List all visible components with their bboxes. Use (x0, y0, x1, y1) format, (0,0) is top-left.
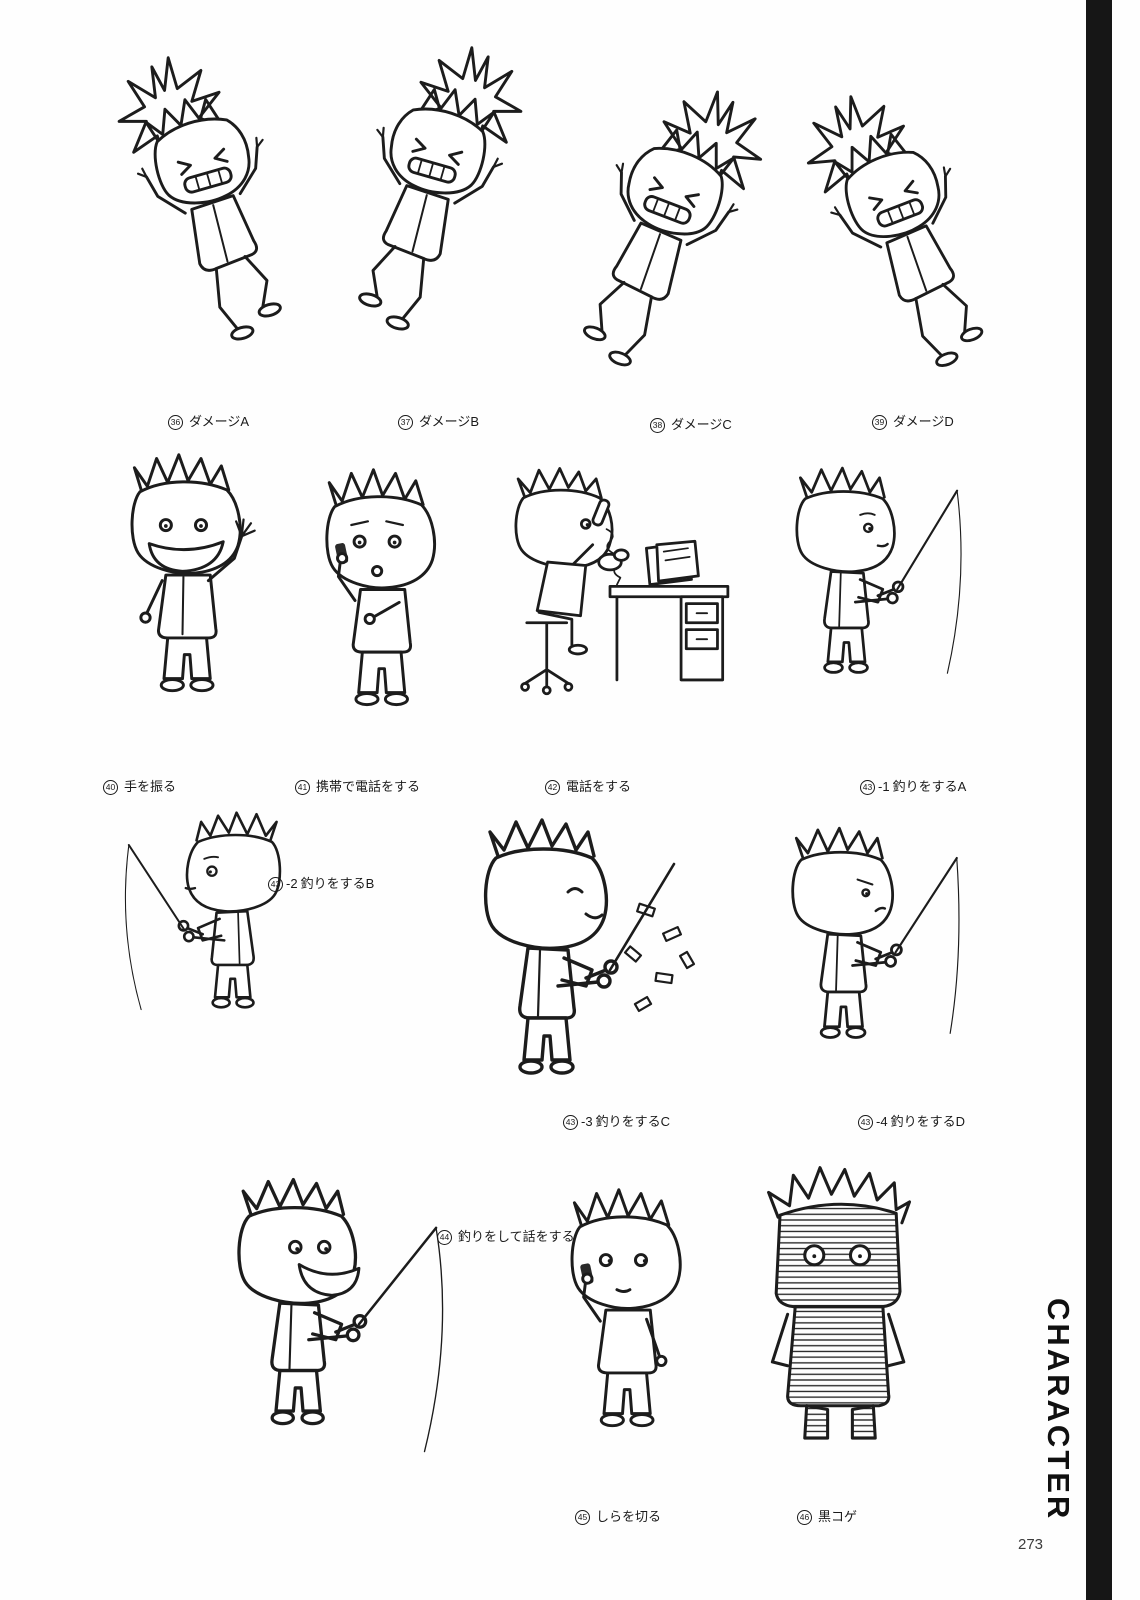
sketch-charred (767, 1166, 912, 1440)
figure-43-2 (115, 805, 315, 1135)
circled-number: 46 (797, 1509, 812, 1525)
circled-number: 45 (575, 1509, 590, 1525)
caption-suffix: -1 (878, 779, 890, 794)
sketch-damage-d (801, 82, 1010, 392)
circled-number: 40 (103, 779, 118, 795)
figure-39 (800, 80, 1010, 410)
figure-43-1 (760, 460, 970, 780)
sketch-feigning-ignorance (570, 1188, 682, 1428)
sketch-mobile-phone-call (325, 468, 436, 707)
sketch-damage-a (117, 56, 310, 356)
figure-caption-45: 45 しらを切る (575, 1509, 661, 1525)
sketch-fishing-b (124, 811, 282, 1011)
caption-label: 釣りをして話をする (458, 1229, 575, 1244)
figure-caption-42: 42 電話をする (545, 779, 631, 795)
figure-42 (480, 465, 740, 770)
caption-label: 手を振る (124, 779, 177, 794)
figure-caption-41: 41 携帯で電話をする (295, 779, 420, 795)
caption-label: 黒コゲ (818, 1509, 858, 1524)
caption-label: 電話をする (566, 779, 632, 794)
caption-label: 携帯で電話をする (316, 779, 421, 794)
figure-caption-38: 38 ダメージC (650, 417, 732, 433)
caption-label: ダメージA (189, 414, 250, 429)
circled-number: 41 (295, 779, 310, 795)
caption-label: 釣りをするB (300, 876, 375, 891)
caption-label: 釣りをするC (595, 1114, 670, 1129)
circled-number: 43 (268, 876, 283, 892)
sketch-waving (130, 453, 256, 693)
caption-label: ダメージD (893, 414, 954, 429)
figure-43-3 (440, 810, 730, 1130)
figure-caption-36: 36 ダメージA (168, 414, 249, 430)
figure-43-4 (755, 820, 970, 1135)
sketch-desk-phone-call (514, 467, 730, 696)
sketch-damage-b (330, 46, 523, 346)
sketch-fishing-c (483, 818, 696, 1075)
section-label-vertical: CHARACTER (1041, 1298, 1076, 1522)
caption-label: ダメージB (419, 414, 480, 429)
sketch-fishing-d (791, 826, 960, 1039)
figure-40 (90, 440, 275, 770)
figure-46 (740, 1160, 940, 1510)
figure-caption-44: 44 釣りをして話をする (437, 1229, 575, 1245)
sketch-fishing-talking (237, 1178, 444, 1453)
figure-caption-39: 39 ダメージD (872, 414, 954, 430)
caption-suffix: -2 (286, 876, 298, 891)
figure-44 (195, 1170, 465, 1535)
circled-number: 44 (437, 1229, 452, 1245)
figure-37 (330, 35, 530, 403)
circled-number: 39 (872, 414, 887, 430)
figure-41 (285, 455, 460, 770)
caption-suffix: -4 (876, 1114, 888, 1129)
circled-number: 36 (168, 414, 183, 430)
figure-caption-37: 37 ダメージB (398, 414, 479, 430)
edge-bar (1086, 0, 1112, 1600)
figure-45 (530, 1175, 715, 1515)
caption-suffix: -3 (581, 1114, 593, 1129)
page-number: 273 (1018, 1536, 1044, 1553)
caption-label: 釣りをするA (892, 779, 967, 794)
figure-caption-46: 46 黒コゲ (797, 1509, 857, 1525)
circled-number: 43 (860, 779, 875, 795)
figure-36 (110, 45, 310, 405)
caption-label: ダメージC (671, 417, 732, 432)
circled-number: 38 (650, 417, 665, 433)
figure-38 (560, 75, 765, 410)
sketch-fishing-a (795, 466, 962, 674)
circled-number: 43 (563, 1114, 578, 1130)
caption-label: 釣りをするD (890, 1114, 965, 1129)
sketch-damage-c (560, 77, 765, 392)
figure-caption-40: 40 手を振る (103, 779, 176, 795)
circled-number: 43 (858, 1114, 873, 1130)
caption-label: しらを切る (596, 1509, 662, 1524)
circled-number: 42 (545, 779, 560, 795)
circled-number: 37 (398, 414, 413, 430)
